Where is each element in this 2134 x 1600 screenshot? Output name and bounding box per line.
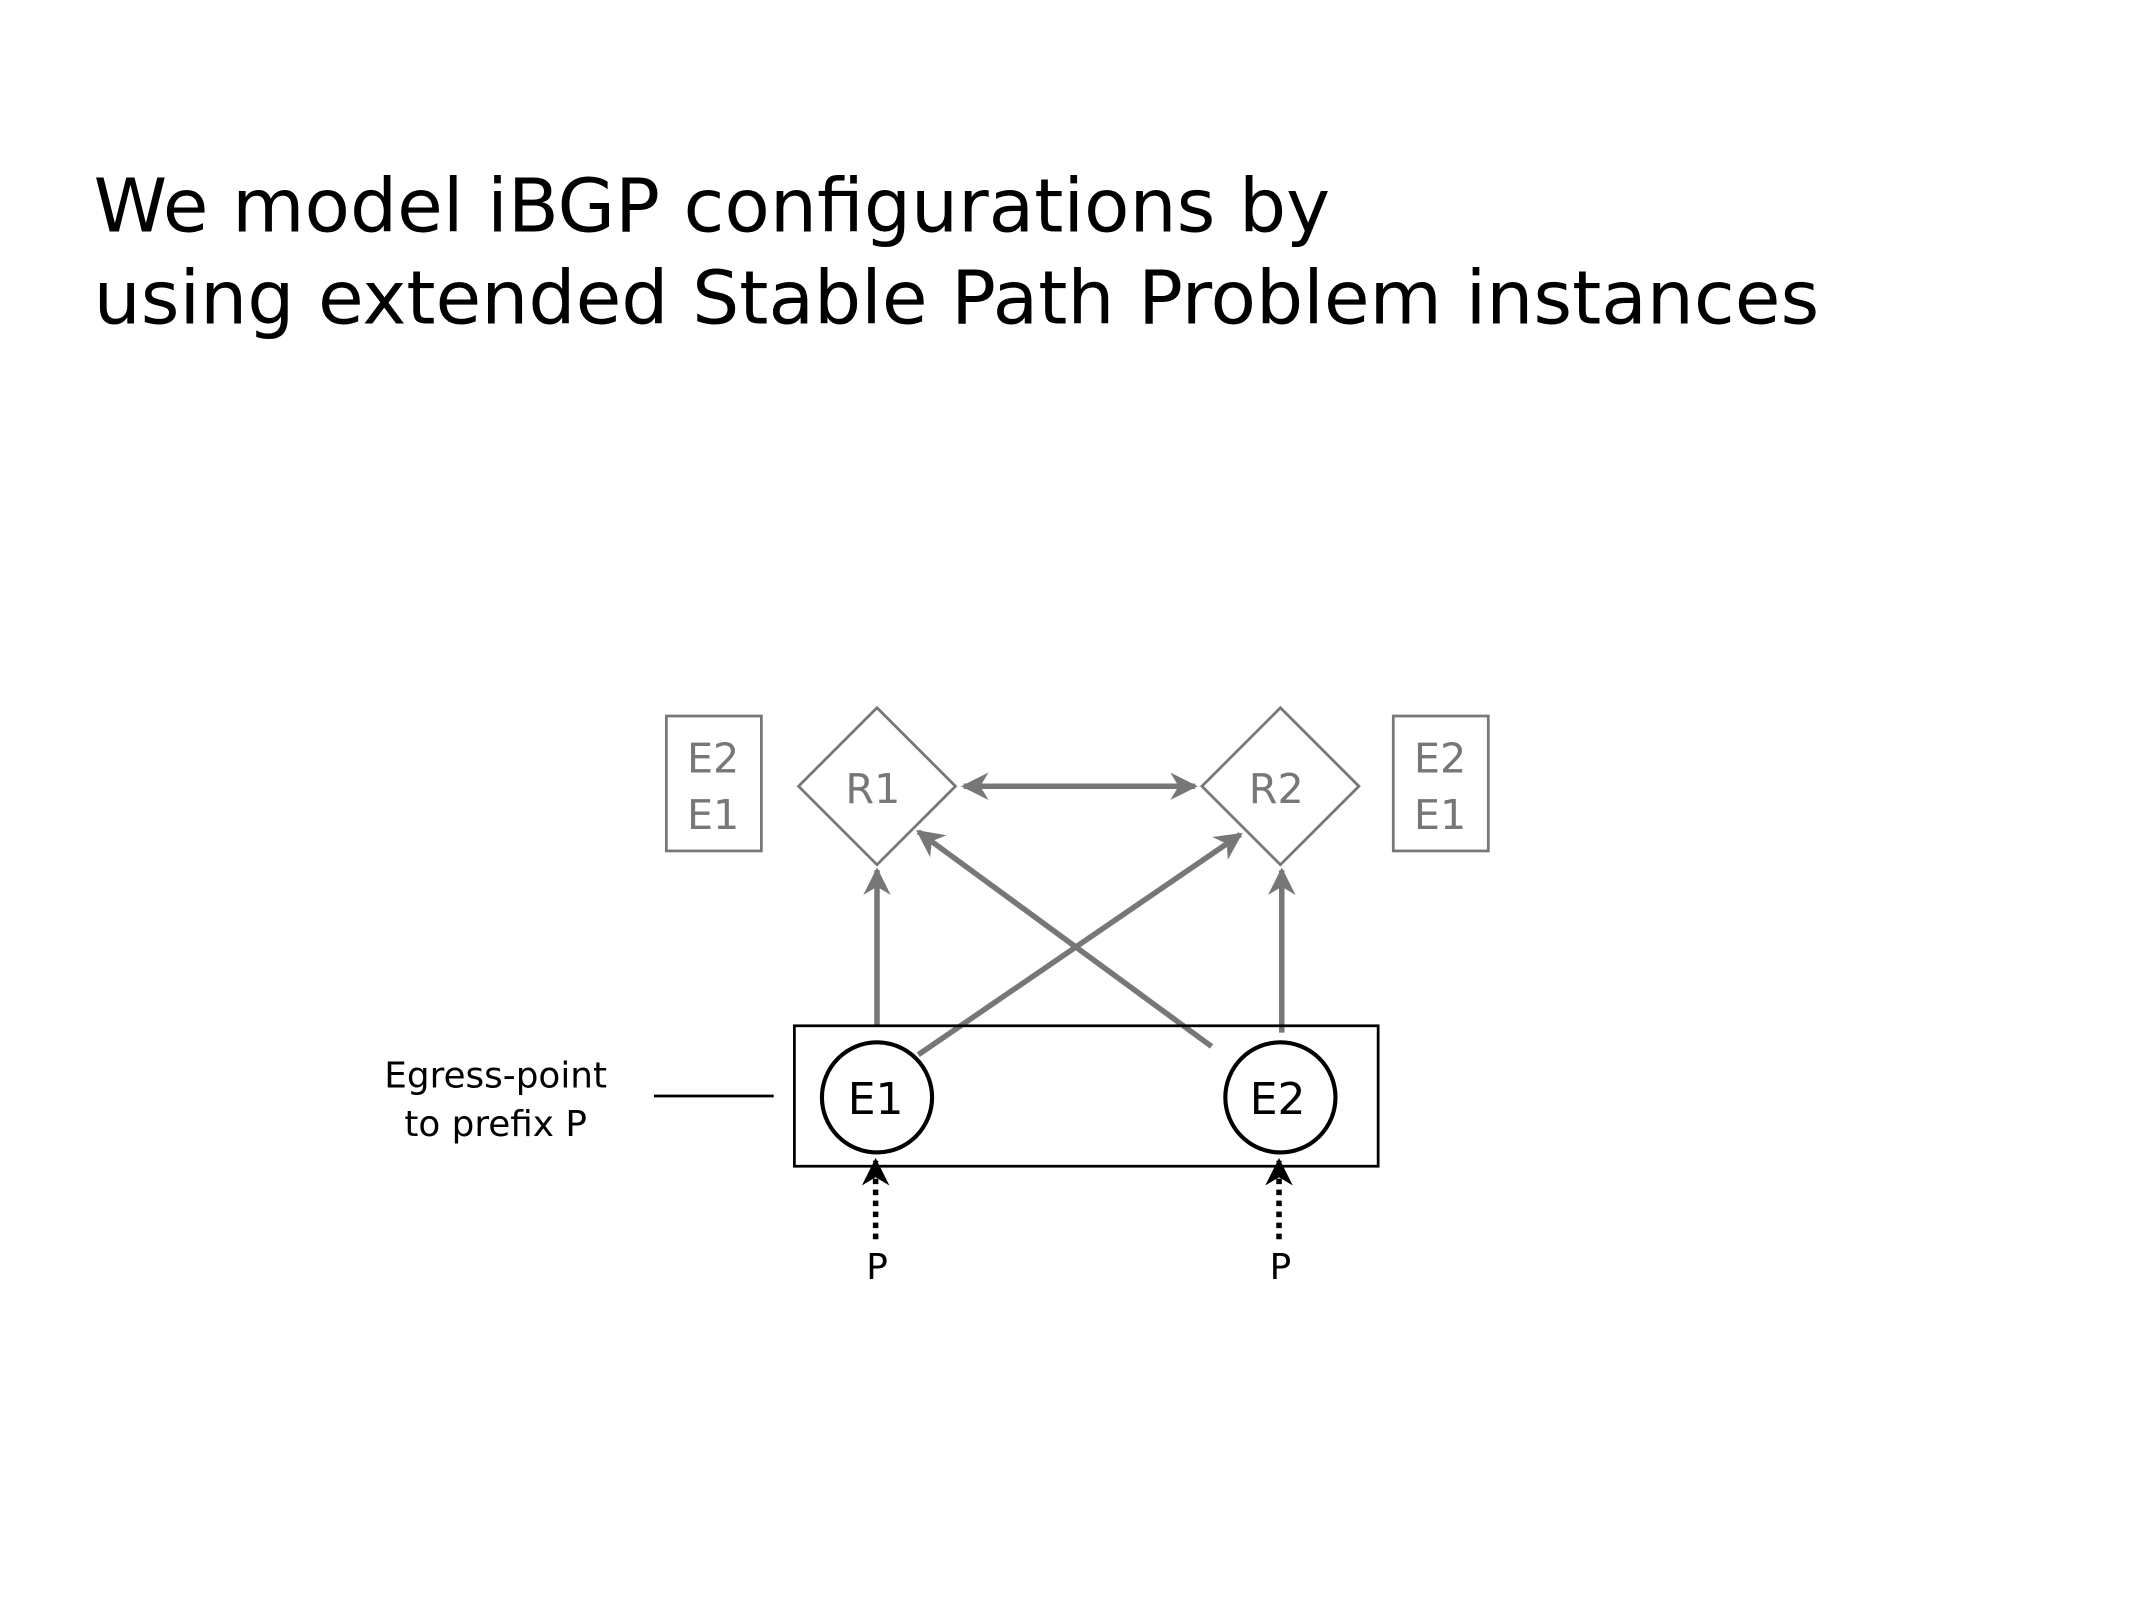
egress-group-box [793, 1024, 1380, 1168]
e1-label: E1 [848, 1074, 904, 1125]
annotation-line-2: to prefix P [404, 1104, 587, 1145]
r1-rank-1: E2 [687, 734, 739, 782]
e1-r2-arrow [916, 832, 1243, 1057]
title-line-1: We model iBGP configurations by [94, 162, 1331, 249]
e1-node: E1 [819, 1040, 935, 1155]
e2-prefix-label: P [1270, 1247, 1292, 1288]
r2-label: R2 [1249, 765, 1304, 813]
annotation-line-1: Egress-point [384, 1056, 607, 1097]
r2-rank-2: E1 [1414, 791, 1466, 839]
title-line-2: using extended Stable Path Problem insta… [94, 255, 1820, 342]
r2-rank-1: E2 [1414, 734, 1466, 782]
r2-node: R2 [1199, 705, 1361, 867]
r1-ranking-box: E2 E1 [664, 714, 763, 853]
r1-node: R1 [796, 705, 958, 867]
r1-rank-2: E1 [687, 791, 739, 839]
r2-ranking-box: E2 E1 [1391, 714, 1490, 853]
e2-label: E2 [1250, 1074, 1306, 1125]
r1-label: R1 [845, 765, 900, 813]
e2-node: E2 [1223, 1040, 1338, 1155]
e1-prefix-label: P [866, 1247, 888, 1288]
e2-r1-arrow [916, 829, 1214, 1049]
